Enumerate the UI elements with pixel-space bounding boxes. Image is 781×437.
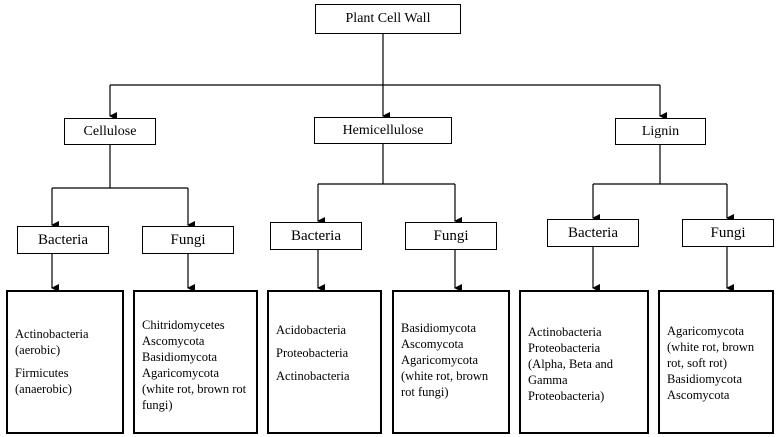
category-cellulose: Cellulose (64, 118, 156, 145)
list-item: Actinobacteria (528, 325, 602, 339)
lignin-bacteria-node: Bacteria (547, 219, 639, 247)
list-item: Proteobacteria (276, 346, 349, 360)
list-item: (aerobic) (15, 343, 61, 357)
list-item: Agaricomycota (142, 366, 220, 380)
list-item: Firmicutes (15, 366, 69, 380)
list-item: Ascomycota (667, 388, 730, 402)
list-item: Proteobacteria (528, 341, 601, 355)
node-label: Fungi (170, 231, 206, 248)
cellulose-bacteria-node: Bacteria (17, 226, 109, 254)
node-label: Fungi (433, 227, 469, 244)
list-item: Agaricomycota (667, 324, 745, 338)
cellulose-bacteria-list: Actinobacteria (aerobic) Firmicutes (ana… (6, 290, 124, 434)
category-label: Lignin (641, 123, 680, 139)
list-item: (white rot, brown rot (142, 382, 247, 396)
list-item: rot, soft rot) (667, 356, 728, 370)
list-item: Actinobacteria (276, 369, 350, 383)
cellulose-fungi-list: Chitridomycetes Ascomycota Basidiomycota… (133, 290, 258, 434)
node-label: Bacteria (568, 224, 618, 241)
list-item: (anaerobic) (15, 382, 72, 396)
list-item: Agaricomycota (401, 353, 479, 367)
list-item: (Alpha, Beta and (528, 357, 614, 371)
lignin-fungi-list: Agaricomycota (white rot, brown rot, sof… (658, 290, 774, 434)
list-item: Basidiomycota (142, 350, 217, 364)
category-label: Cellulose (83, 123, 137, 139)
list-item: (white rot, brown (401, 369, 489, 383)
list-item: (white rot, brown (667, 340, 755, 354)
list-spacer (15, 358, 89, 365)
root-label: Plant Cell Wall (345, 11, 431, 26)
list-item: fungi) (142, 398, 173, 412)
hemicellulose-bacteria-node: Bacteria (270, 222, 362, 250)
list-item: Basidiomycota (401, 321, 476, 335)
list-spacer (276, 361, 350, 368)
list-item: Basidiomycota (667, 372, 742, 386)
list-item: Acidobacteria (276, 323, 347, 337)
cellulose-fungi-node: Fungi (142, 226, 234, 254)
category-hemicellulose: Hemicellulose (314, 117, 452, 144)
list-item: Ascomycota (142, 334, 205, 348)
lignin-bacteria-list: Actinobacteria Proteobacteria (Alpha, Be… (519, 290, 649, 434)
lignin-fungi-node: Fungi (682, 219, 774, 247)
node-label: Bacteria (38, 231, 88, 248)
category-lignin: Lignin (615, 118, 706, 145)
node-label: Fungi (710, 224, 746, 241)
hemicellulose-fungi-list: Basidiomycota Ascomycota Agaricomycota (… (392, 290, 510, 434)
category-label: Hemicellulose (342, 122, 424, 138)
list-spacer (276, 338, 350, 345)
node-label: Bacteria (291, 227, 341, 244)
hemicellulose-bacteria-list: Acidobacteria Proteobacteria Actinobacte… (267, 290, 382, 434)
list-item: Chitridomycetes (142, 318, 225, 332)
list-item: Proteobacteria) (528, 389, 605, 403)
list-item: rot fungi) (401, 385, 449, 399)
list-item: Gamma (528, 373, 568, 387)
list-item: Ascomycota (401, 337, 464, 351)
root-node: Plant Cell Wall (315, 4, 461, 34)
list-item: Actinobacteria (15, 327, 89, 341)
hemicellulose-fungi-node: Fungi (405, 222, 497, 250)
